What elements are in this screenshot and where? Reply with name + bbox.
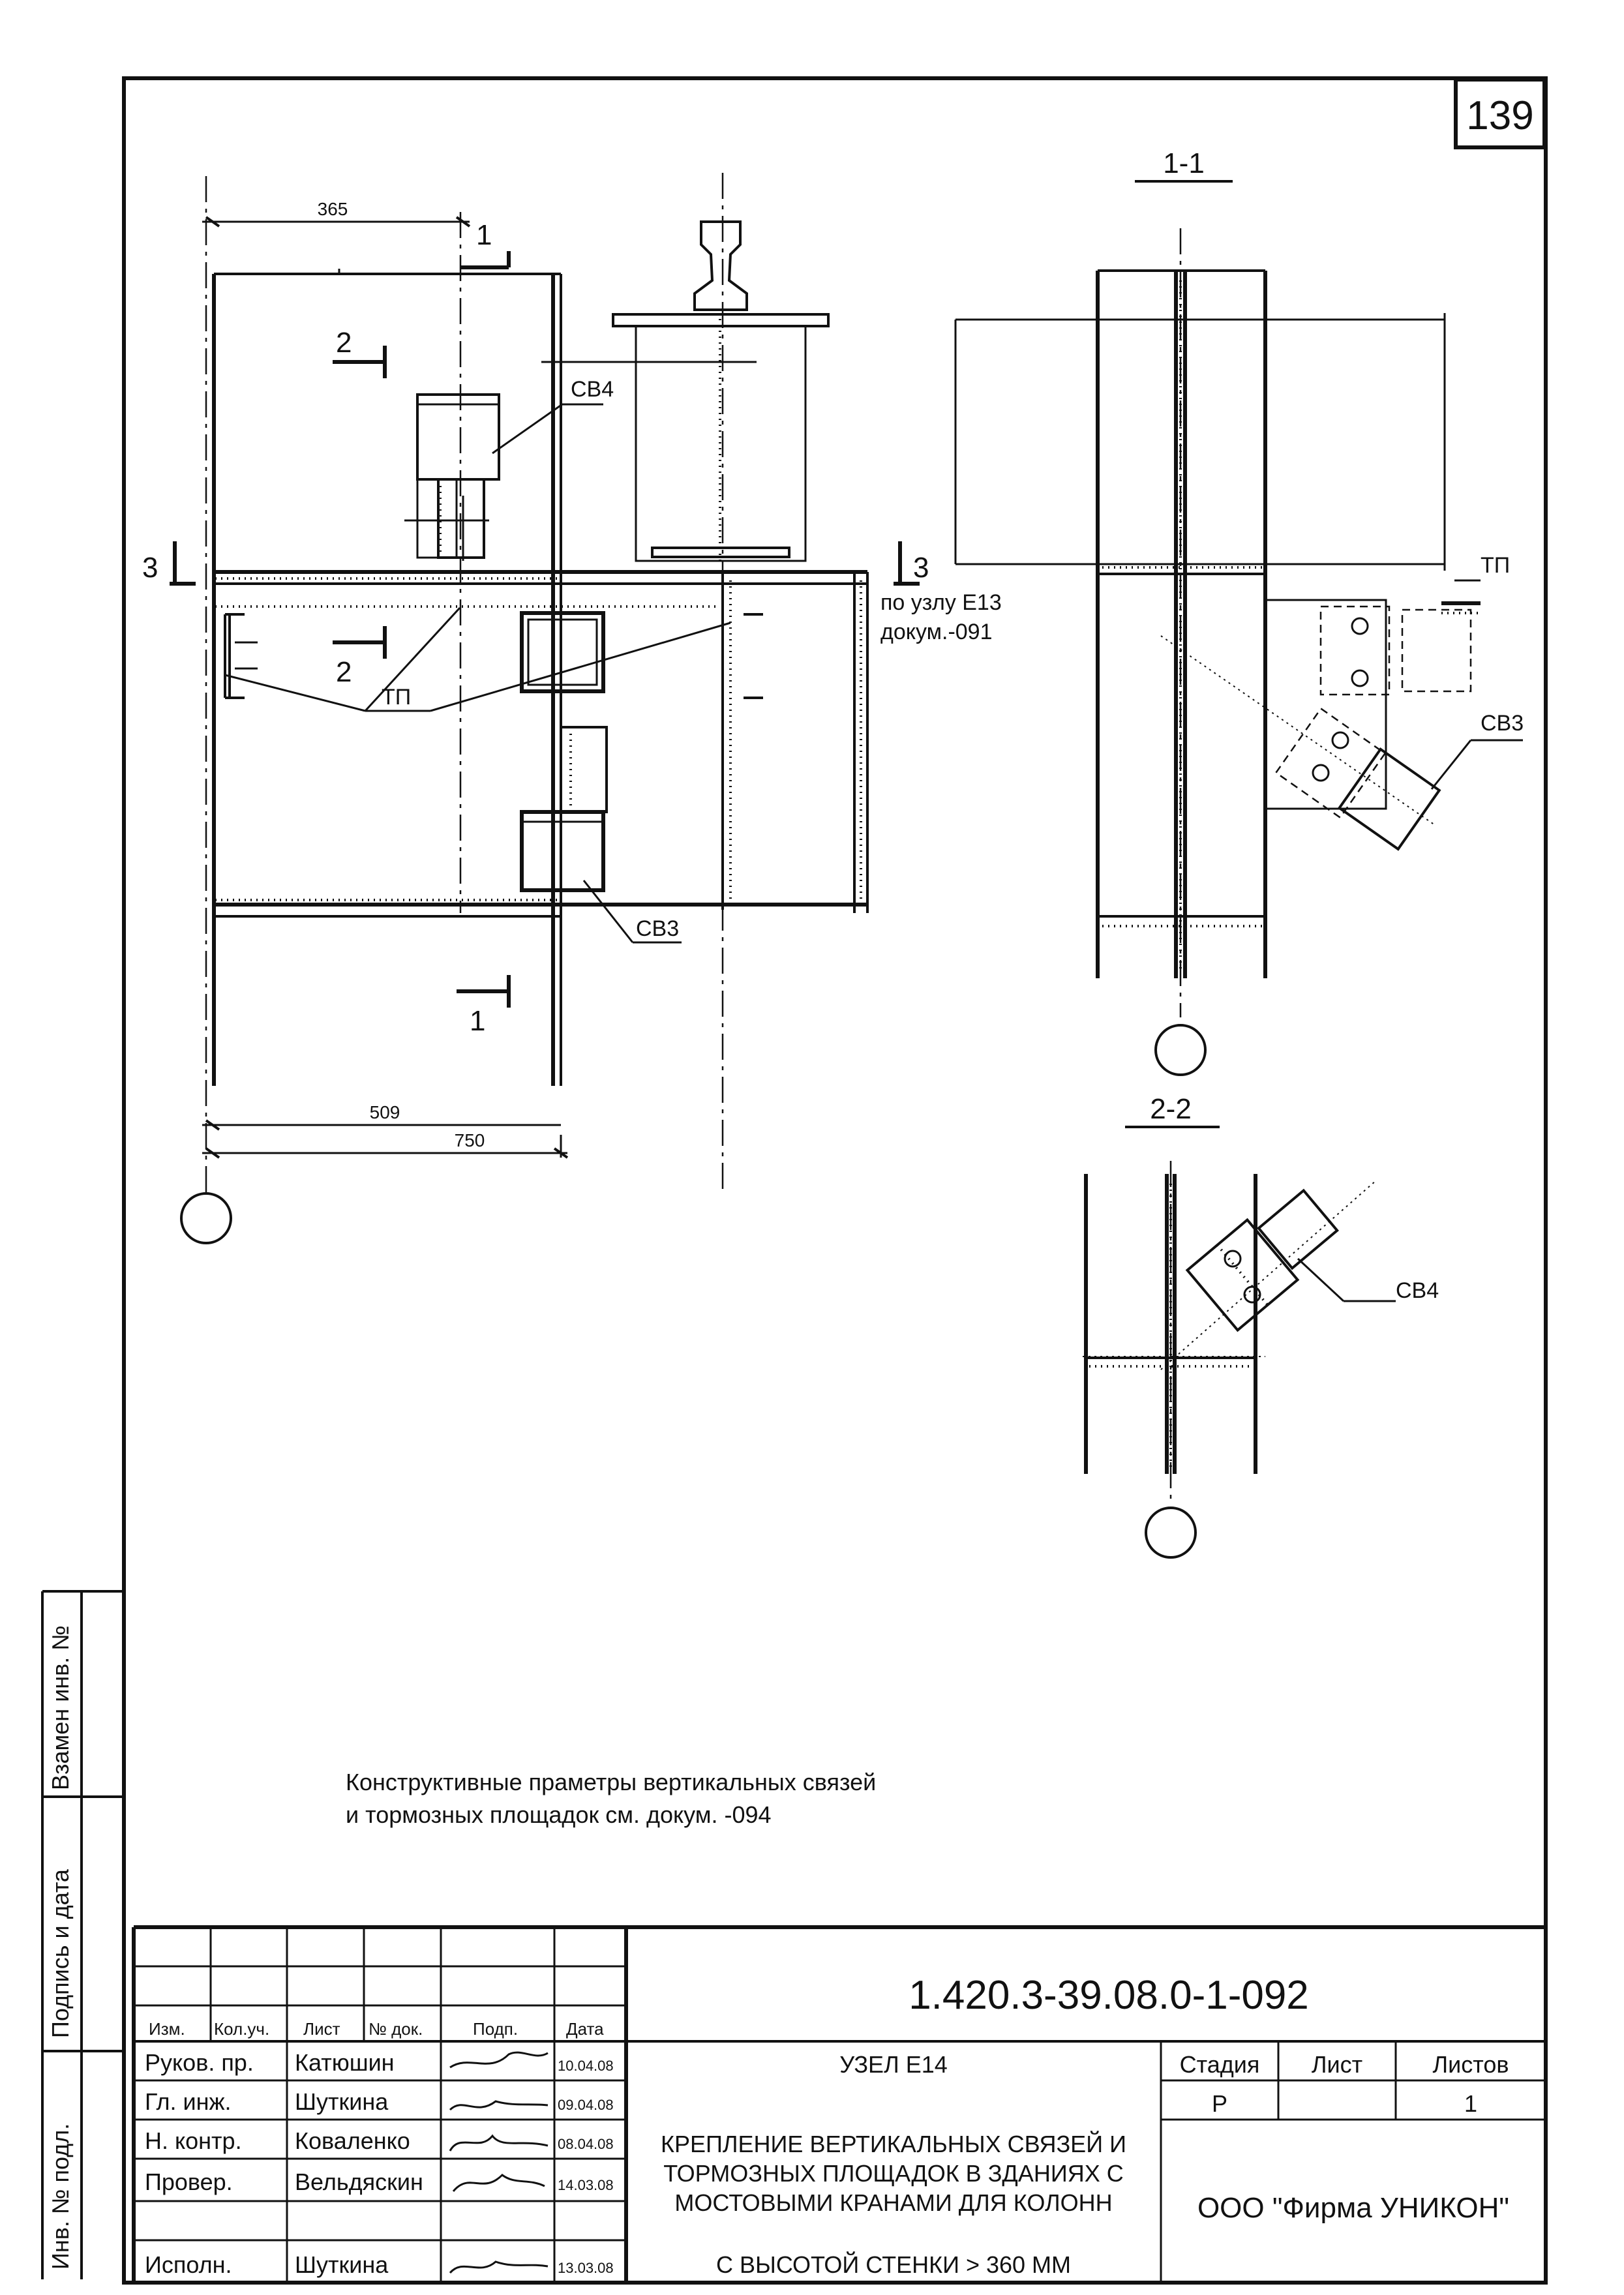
section-1-1-title: 1-1 [1163,147,1205,179]
note-line-2: и тормозных площадок см. докум. -094 [346,1801,772,1828]
stage-value: Р [1212,2090,1227,2117]
label-sv4-s22: СВ4 [1396,1278,1439,1303]
hdr-podp: Подп. [473,2019,518,2039]
desc-line-4: С ВЫСОТОЙ СТЕНКИ > 360 ММ [716,2251,1071,2278]
desc-line-2: ТОРМОЗНЫХ ПЛОЩАДОК В ЗДАНИЯХ С [663,2160,1123,2187]
row-role-3: Н. контр. [145,2127,242,2154]
desc-line-1: КРЕПЛЕНИЕ ВЕРТИКАЛЬНЫХ СВЯЗЕЙ И [661,2130,1126,2157]
organization: ООО "Фирма УНИКОН" [1197,2192,1509,2224]
row-date-1: 10.04.08 [558,2058,614,2074]
label-sv4-main: СВ4 [571,377,614,402]
section-1-1: 1-1 ТП СВ [954,147,1524,1076]
signature-3 [449,2134,549,2152]
side-stamp: Взамен инв. № Подпись и дата Инв. № подл… [41,1590,124,2279]
stage-label: Стадия [1180,2051,1260,2078]
row-name-3: Коваленко [295,2127,410,2154]
section-2-2: 2-2 СВ4 [1083,1093,1439,1559]
note-line-1: Конструктивные праметры вертикальных свя… [346,1769,876,1795]
stamp-vzamen: Взамен инв. № [47,1625,74,1790]
label-sv3-s11: СВ3 [1481,711,1524,736]
signature-1 [449,2051,549,2069]
dim-750: 750 [455,1130,485,1150]
signature-5 [449,2260,549,2274]
signature-4 [452,2174,545,2192]
row-name-1: Катюшин [295,2049,395,2076]
row-name-2: Шуткина [295,2088,389,2115]
ref-line-1: по узлу Е13 [880,590,1002,615]
cut-3-right: 3 [913,552,929,584]
doc-code: 1.420.3-39.08.0-1-092 [909,1973,1309,2018]
hdr-ndok: № док. [368,2019,423,2039]
hdr-list: Лист [303,2019,340,2039]
cut-2-top: 2 [336,327,352,359]
row-role-1: Руков. пр. [145,2049,254,2076]
sheet-number: 139 [1466,93,1533,138]
title-block: Изм. Кол.уч. Лист № док. Подп. Дата Руко… [132,1925,1546,2283]
section-2-2-title: 2-2 [1150,1093,1192,1125]
row-date-2: 09.04.08 [558,2097,614,2113]
cut-1-bottom: 1 [470,1005,485,1037]
hdr-kol: Кол.уч. [214,2019,269,2039]
row-name-5: Шуткина [295,2251,389,2278]
desc-line-3: МОСТОВЫМИ КРАНАМИ ДЛЯ КОЛОНН [674,2189,1112,2216]
row-role-5: Исполн. [145,2251,232,2278]
row-date-4: 14.03.08 [558,2177,614,2193]
stamp-podpis: Подпись и дата [47,1868,74,2038]
sheets-label: Листов [1433,2051,1509,2078]
label-tp-s11: ТП [1481,553,1510,578]
hdr-data: Дата [566,2019,604,2039]
cut-3-left: 3 [142,552,158,584]
node-title: УЗЕЛ Е14 [839,2051,948,2078]
dim-509: 509 [370,1102,400,1122]
dim-365: 365 [318,199,348,219]
sheets-value: 1 [1464,2090,1477,2117]
row-role-4: Провер. [145,2168,233,2195]
sheet-number-box [1454,78,1546,149]
cut-2-mid: 2 [336,656,352,688]
label-sv3-main: СВ3 [636,916,679,941]
hdr-izm: Изм. [149,2019,185,2039]
sheet-frame [122,76,1548,2285]
signature-2 [449,2100,549,2111]
ref-line-2: докум.-091 [880,620,993,644]
row-date-3: 08.04.08 [558,2136,614,2152]
row-name-4: Вельдяскин [295,2168,423,2195]
cut-1-top: 1 [476,219,492,251]
stamp-inv-podl: Инв. № подл. [47,2123,74,2270]
row-date-5: 13.03.08 [558,2260,614,2276]
main-view: 365 509 750 1 1 2 2 3 3 СВ4 СВ3 ТП по уз… [142,173,1002,1244]
row-role-2: Гл. инж. [145,2088,232,2115]
label-tp-main: ТП [382,685,411,710]
sheet-label: Лист [1312,2051,1362,2078]
